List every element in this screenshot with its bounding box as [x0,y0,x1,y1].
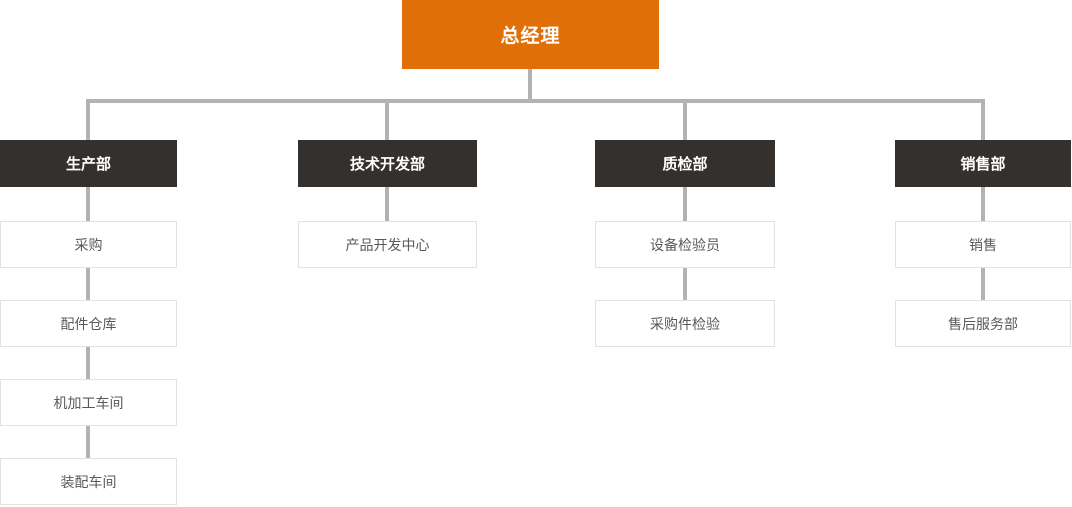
connector-drop-sales [981,103,985,140]
connector-quality-1 [683,187,687,221]
org-node-parts-warehouse[interactable]: 配件仓库 [0,300,177,347]
org-node-label: 质检部 [662,156,708,173]
connector-drop-production [86,103,90,140]
connector-production-4 [86,426,90,458]
org-node-label: 装配车间 [60,473,117,490]
org-node-dept-sales[interactable]: 销售部 [895,140,1071,187]
connector-horizontal-rail [86,99,985,103]
org-node-dept-production[interactable]: 生产部 [0,140,177,187]
org-node-product-development-center[interactable]: 产品开发中心 [298,221,477,268]
connector-quality-2 [683,268,687,300]
org-node-label: 采购 [74,236,103,253]
org-node-label: 配件仓库 [60,315,117,332]
org-node-after-sales-service[interactable]: 售后服务部 [895,300,1071,347]
connector-tech-1 [385,187,389,221]
org-node-equipment-inspector[interactable]: 设备检验员 [595,221,775,268]
org-node-general-manager[interactable]: 总经理 [402,0,659,69]
connector-sales-2 [981,268,985,300]
org-node-sales[interactable]: 销售 [895,221,1071,268]
connector-production-1 [86,187,90,221]
connector-drop-tech [385,103,389,140]
org-node-label: 技术开发部 [349,156,425,173]
org-node-label: 销售 [969,236,997,253]
org-node-label: 采购件检验 [650,315,720,332]
org-node-label: 售后服务部 [948,315,1018,332]
org-node-label: 销售部 [960,156,1006,173]
org-node-dept-quality-inspection[interactable]: 质检部 [595,140,775,187]
org-node-label: 产品开发中心 [345,236,430,253]
connector-root-stub [528,69,532,99]
org-node-label: 机加工车间 [53,394,124,411]
org-node-assembly-workshop[interactable]: 装配车间 [0,458,177,505]
org-node-label: 设备检验员 [650,236,720,253]
org-node-purchased-parts-inspection[interactable]: 采购件检验 [595,300,775,347]
org-node-label: 生产部 [65,156,111,173]
org-node-machining-workshop[interactable]: 机加工车间 [0,379,177,426]
connector-sales-1 [981,187,985,221]
org-node-dept-tech-development[interactable]: 技术开发部 [298,140,477,187]
org-node-label: 总经理 [500,26,561,47]
org-node-purchasing[interactable]: 采购 [0,221,177,268]
connector-production-3 [86,347,90,379]
connector-production-2 [86,268,90,300]
connector-drop-quality [683,103,687,140]
